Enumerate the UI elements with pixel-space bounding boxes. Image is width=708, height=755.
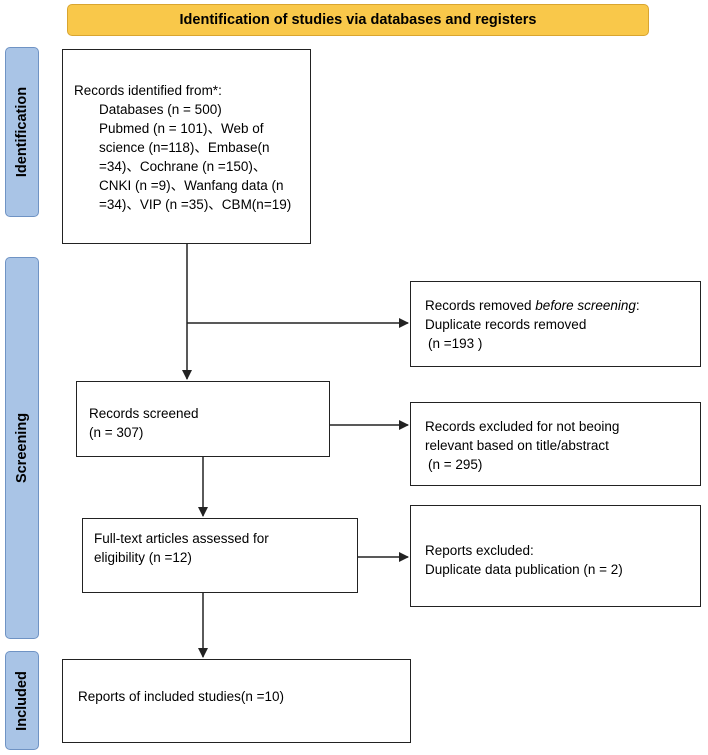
reports-excluded-reason: Duplicate data publication (n = 2) [425,562,623,577]
records-removed-title: Records removed before screening: [425,296,700,315]
records-removed-suffix: : [635,298,640,313]
reports-excluded-title: Reports excluded: [425,543,534,558]
records-removed-reason: Duplicate records removed [425,317,587,332]
records-excluded-count: (n = 295) [428,457,483,472]
records-identified-box: Records identified from*: Databases (n =… [62,49,311,244]
records-identified-heading: Records identified from*: [74,83,222,98]
records-identified-line: Pubmed (n = 101)、Web of [99,121,264,136]
full-text-count: eligibility (n =12) [94,550,192,565]
full-text-box: Full-text articles assessed for eligibil… [82,518,358,593]
records-identified-line: science (n=118)、Embase(n [99,140,270,155]
diagram-header: Identification of studies via databases … [67,4,649,36]
records-identified-line: CNKI (n =9)、Wanfang data (n [99,178,284,193]
records-excluded-reason: relevant based on title/abstract [425,438,609,453]
reports-excluded-box: Reports excluded: Duplicate data publica… [410,505,701,607]
records-screened-count: (n = 307) [89,425,144,440]
records-identified-line: =34)、VIP (n =35)、CBM(n=19) [99,197,292,212]
records-identified-line: =34)、Cochrane (n =150)、 [99,159,267,174]
included-studies-count: Reports of included studies(n =10) [78,689,284,704]
stage-identification: Identification [5,47,39,217]
records-screened-box: Records screened (n = 307) [76,381,330,457]
records-removed-count: (n =193 ) [428,336,483,351]
records-removed-emphasis: before screening [535,298,636,313]
stage-screening: Screening [5,257,39,639]
records-identified-databases: Databases (n = 500) [99,102,222,117]
records-screened-title: Records screened [89,406,199,421]
records-removed-box: Records removed before screening: Duplic… [410,281,701,367]
included-studies-box: Reports of included studies(n =10) [62,659,411,743]
stage-included: Included [5,651,39,750]
records-excluded-box: Records excluded for not beoing relevant… [410,402,701,486]
records-removed-prefix: Records removed [425,298,536,313]
header-title: Identification of studies via databases … [179,12,537,28]
records-excluded-reason: Records excluded for not beoing [425,419,620,434]
full-text-title: Full-text articles assessed for [94,531,269,546]
